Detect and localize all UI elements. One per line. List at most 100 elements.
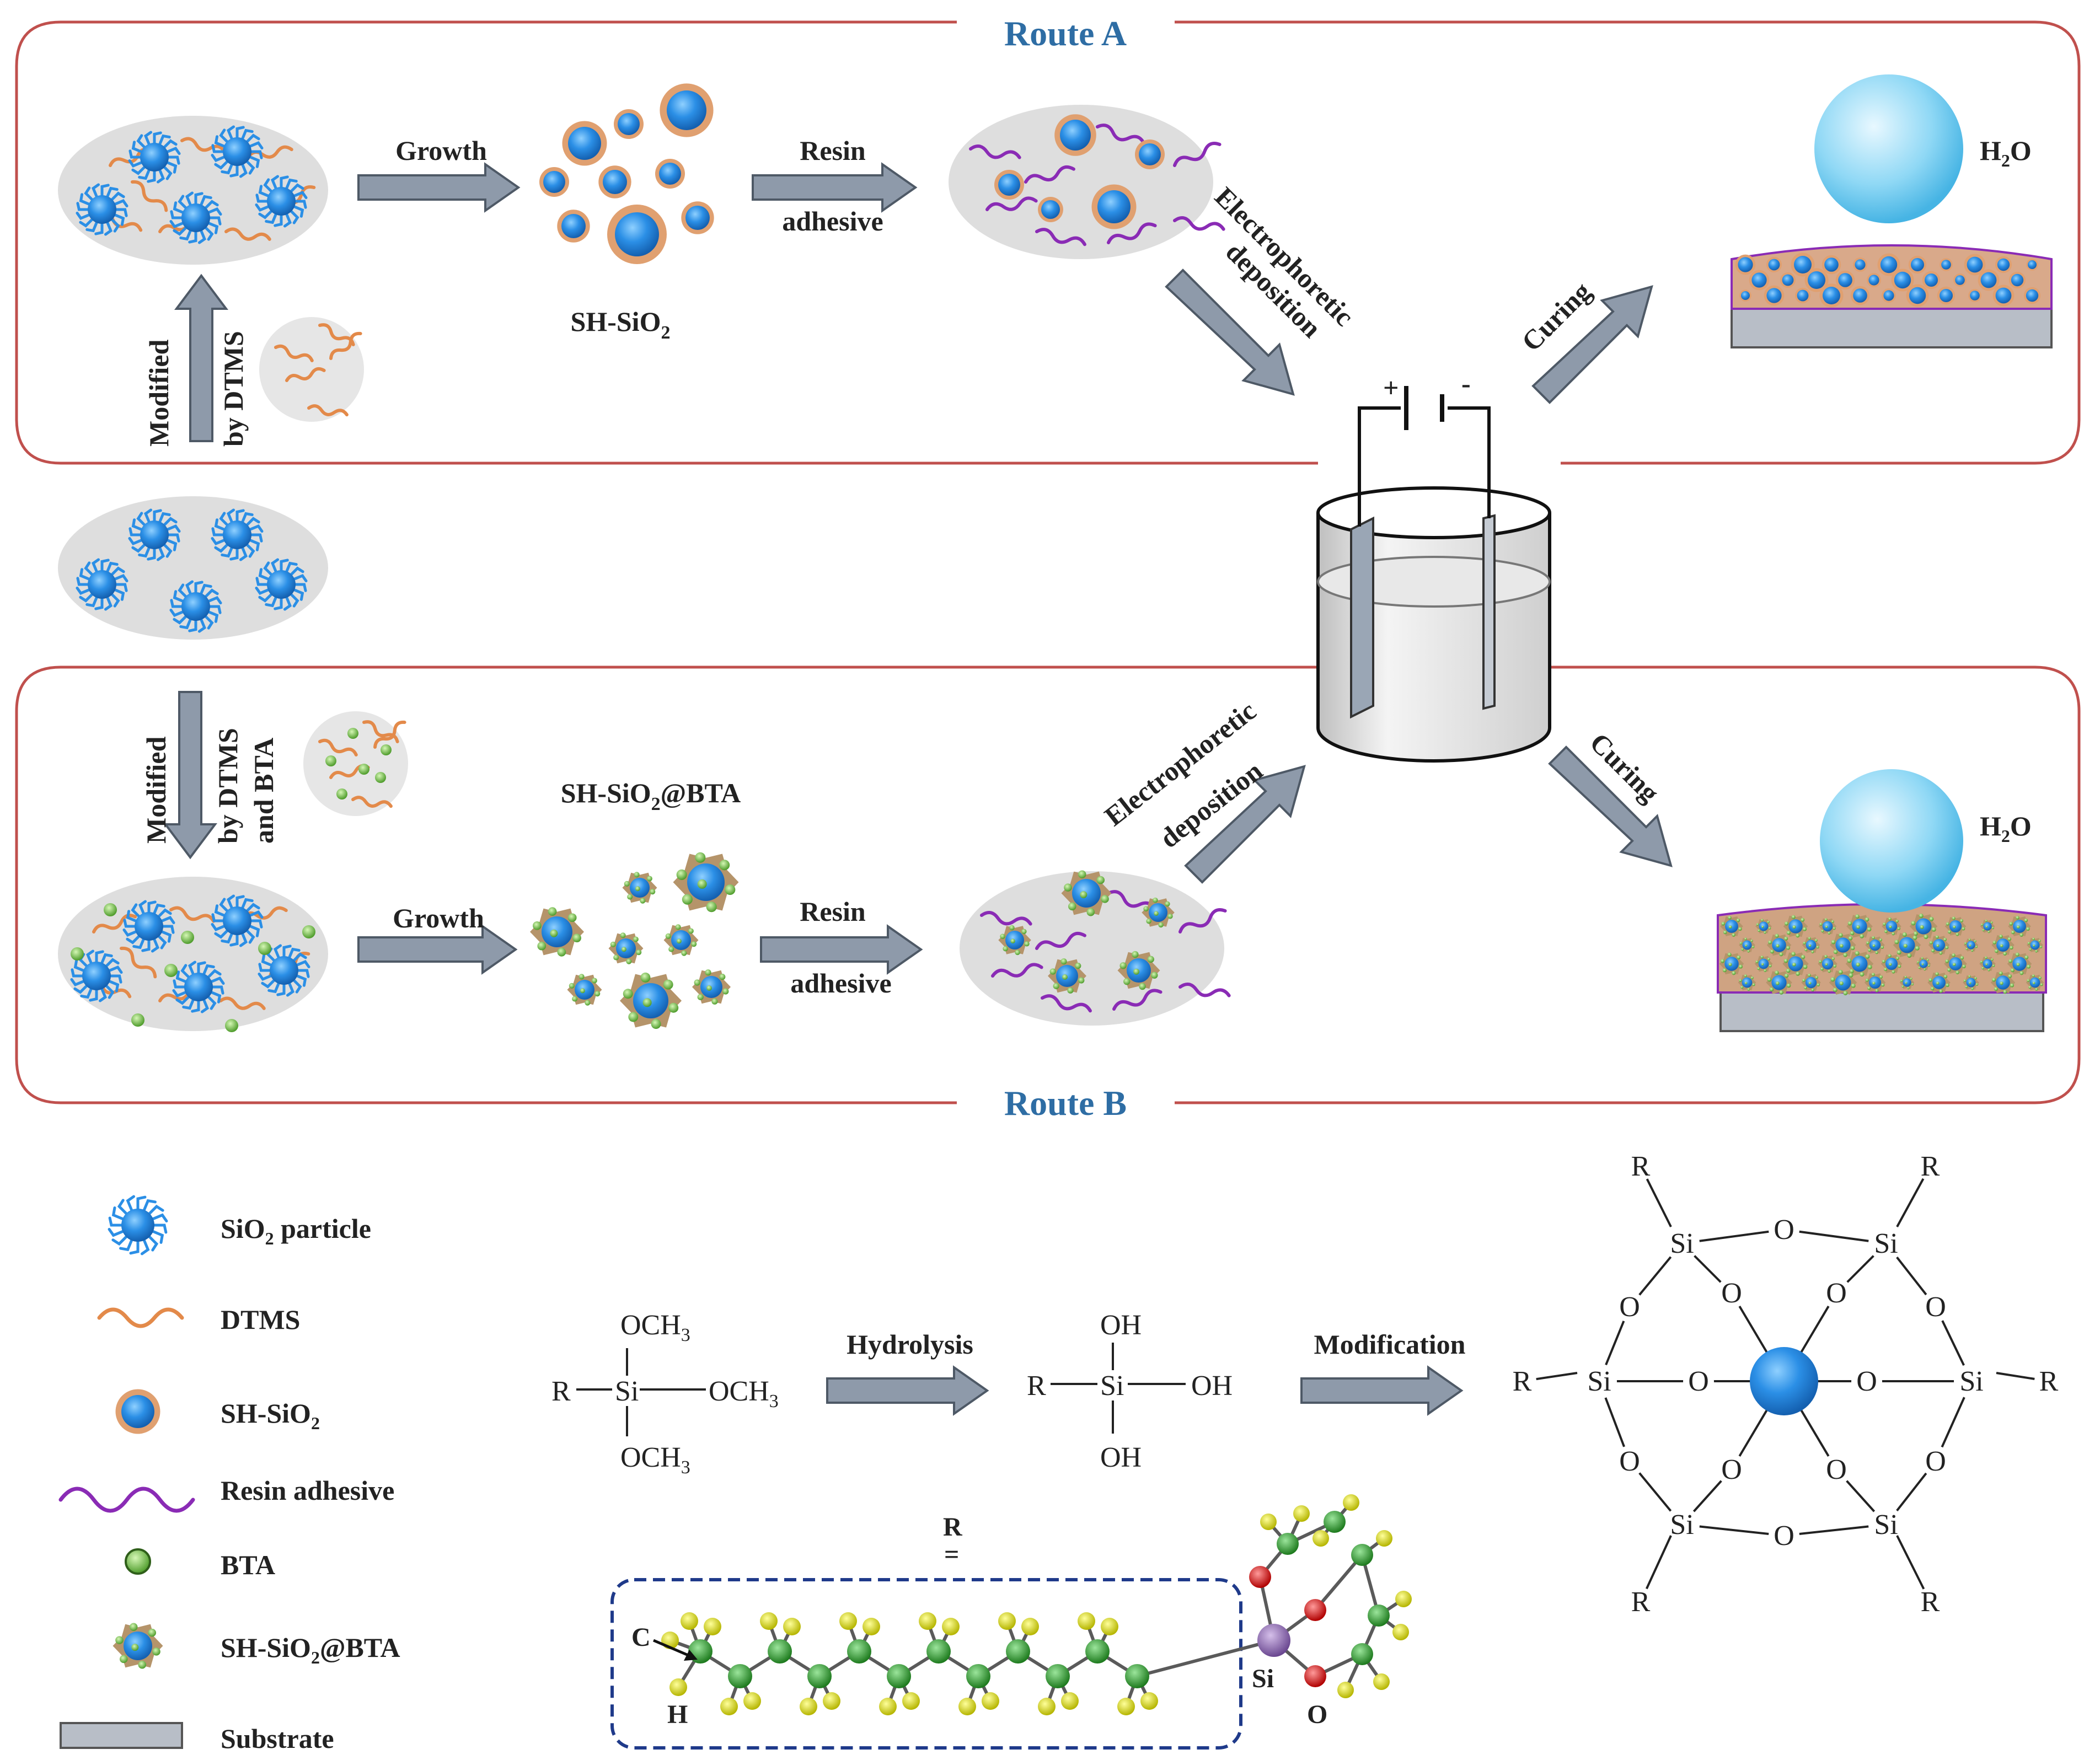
particle-spike	[214, 518, 228, 532]
hydrogen-atom	[1392, 1624, 1409, 1640]
particle-spike	[131, 141, 146, 154]
bta-dot	[381, 744, 392, 755]
bta-dot	[1811, 950, 1814, 953]
bta-dot	[2011, 930, 2015, 935]
particle-spike	[214, 904, 228, 918]
coating-particle	[2027, 937, 2043, 953]
particle-spike	[140, 1236, 150, 1255]
route-b-modified-label-2: by DTMS	[212, 728, 243, 844]
particle-spike	[157, 134, 171, 148]
particle-core	[2026, 289, 2039, 302]
oxygen-atom	[1304, 1599, 1326, 1621]
particle-core	[223, 521, 251, 549]
bta-dot	[1767, 920, 1770, 924]
bta-dot	[548, 907, 557, 916]
bta-dot	[1969, 981, 1972, 984]
particle-spike	[175, 994, 192, 1005]
particle-spike	[246, 154, 260, 168]
bta-dot	[1784, 921, 1789, 926]
particle-spike	[173, 979, 189, 989]
particle-core	[82, 962, 111, 990]
bta-dot	[1791, 952, 1796, 956]
bta-dot	[1839, 981, 1844, 986]
particle-spike	[146, 1204, 164, 1217]
particle-spike	[214, 927, 231, 939]
bta-dot	[1741, 948, 1744, 951]
bta-dot	[1747, 949, 1750, 953]
particle-core	[267, 570, 296, 599]
particle-spike	[76, 586, 93, 595]
bta-dot	[594, 991, 601, 997]
particle-core	[1909, 287, 1926, 304]
coating-particle	[2008, 916, 2031, 937]
particle-spike	[173, 590, 187, 604]
oxygen-atom	[1304, 1665, 1326, 1687]
particle-spike	[283, 593, 292, 611]
bta-dot	[2032, 974, 2035, 978]
particle-spike	[244, 517, 260, 528]
bta-dot	[1820, 967, 1824, 971]
route-b-frame: Route B	[15, 666, 2081, 1123]
cluster-r: R	[1631, 1586, 1651, 1618]
bta-dot	[1786, 931, 1791, 935]
hydrogen-atom	[919, 1612, 936, 1630]
particle-core	[140, 143, 169, 171]
cell-minus-label: -	[1461, 368, 1471, 399]
coating-particle	[1990, 971, 2016, 994]
route-b-sh-sio2-bta-particles	[530, 852, 739, 1029]
particle-spike	[247, 533, 263, 543]
particle-spike	[201, 964, 215, 978]
cluster-si: Si	[1670, 1509, 1694, 1541]
particle-core	[1880, 256, 1898, 273]
particle-spike	[293, 973, 307, 987]
particle-spike	[255, 203, 272, 212]
particle-core	[543, 171, 565, 193]
bta-dot	[1879, 975, 1883, 979]
particle-core	[2011, 273, 2024, 287]
particle-spike	[258, 568, 272, 582]
particle-spike	[274, 211, 283, 227]
bta-dot	[1767, 957, 1770, 961]
bta-dot	[1915, 946, 1920, 951]
particle-spike	[205, 609, 219, 623]
particle-spike	[131, 903, 142, 920]
bta-dot	[1994, 949, 1999, 953]
particle-core	[1925, 273, 1938, 287]
hydrogen-atom	[1117, 1698, 1135, 1715]
route-a-superhydrophobic-coating	[1731, 74, 2053, 348]
coating-particle	[1853, 257, 1867, 272]
hydrogen-atom	[1395, 1591, 1412, 1607]
cluster-si: Si	[1874, 1509, 1898, 1541]
particle-spike	[227, 125, 235, 143]
bta-dot	[635, 886, 640, 892]
particle-spike	[98, 985, 107, 1002]
atom-bg	[1821, 1454, 1852, 1485]
bta-dot	[569, 983, 575, 989]
bta-dot	[1147, 956, 1154, 963]
bta-dot	[1750, 939, 1753, 942]
atom-bond	[1137, 1639, 1274, 1678]
route-a-product-label: SH-SiO2	[571, 306, 671, 343]
particle-spike	[246, 924, 260, 937]
bta-dot	[1924, 968, 1926, 971]
particle-spike	[205, 969, 222, 980]
bta-dot	[1808, 981, 1812, 985]
bta-dot	[1843, 990, 1848, 996]
particle-core	[1766, 288, 1782, 303]
molecule-si-label: Si	[1252, 1664, 1274, 1693]
bta-dot	[1775, 981, 1780, 985]
particle-spike	[144, 131, 153, 148]
particle-core	[1139, 143, 1161, 165]
bta-dot	[1831, 940, 1836, 945]
sh-sio2-particle	[1135, 139, 1165, 169]
silanol-structure: R Si OH OH OH	[1027, 1310, 1233, 1473]
legend-label-sh-sio2-bta: SH-SiO2@BTA	[221, 1632, 400, 1667]
particle-spike	[173, 224, 189, 236]
bta-dot	[1801, 917, 1805, 922]
atom-bg	[1769, 1520, 1799, 1551]
bta-dot	[681, 950, 687, 956]
bta-dot	[1080, 891, 1088, 899]
bta-dot	[1828, 931, 1831, 935]
resin-chain	[1178, 983, 1231, 997]
coating-particle	[1882, 288, 1896, 303]
